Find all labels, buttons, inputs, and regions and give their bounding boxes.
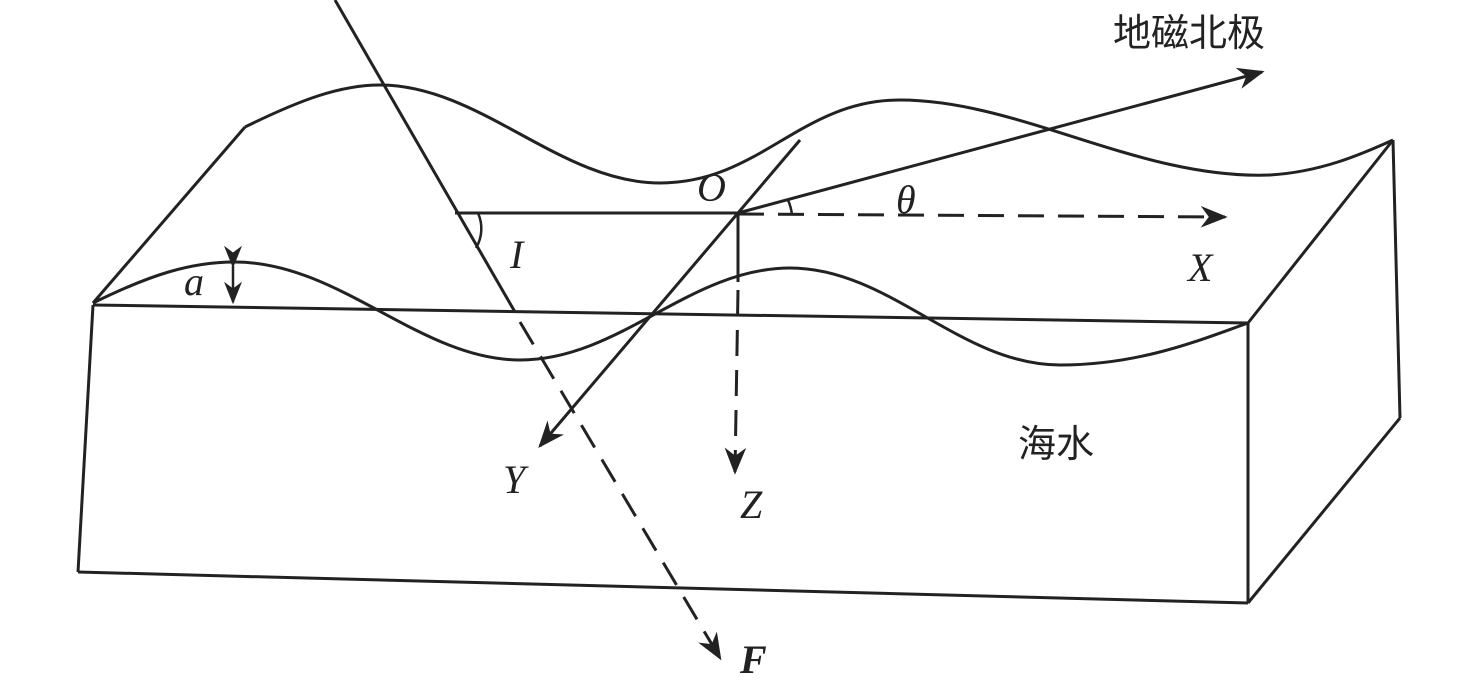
x-axis (737, 206, 1228, 228)
box-front-bottom-edge (77, 570, 1249, 605)
theta-angle-arc (786, 199, 794, 216)
y-axis-label: Y (503, 457, 526, 502)
z-axis (724, 289, 747, 475)
origin-label: O (697, 165, 726, 210)
field-vector-solid (333, 0, 517, 313)
north-direction (737, 67, 1265, 215)
back-wave-surface (244, 83, 1394, 185)
z-axis-label: Z (740, 482, 763, 527)
box-front-top-edge (92, 303, 1249, 325)
field-label: F (740, 637, 767, 682)
theta-label: θ (896, 177, 916, 222)
seawater-label: 海水 (1018, 422, 1095, 466)
box-left-top-edge (91, 126, 247, 304)
inclination-angle-arc (474, 212, 483, 249)
inclination-label: I (510, 232, 524, 277)
x-axis-label: X (1188, 245, 1213, 290)
amplitude-label: a (184, 259, 204, 304)
y-axis (538, 139, 802, 449)
box-right-bottom-edge (1246, 417, 1402, 604)
box-front-left-edge (76, 304, 95, 573)
box-right-top-edge (1246, 139, 1395, 324)
field-vector (518, 321, 722, 661)
north-label: 地磁北极 (1113, 11, 1266, 55)
box-right-back-edge (1391, 139, 1402, 419)
